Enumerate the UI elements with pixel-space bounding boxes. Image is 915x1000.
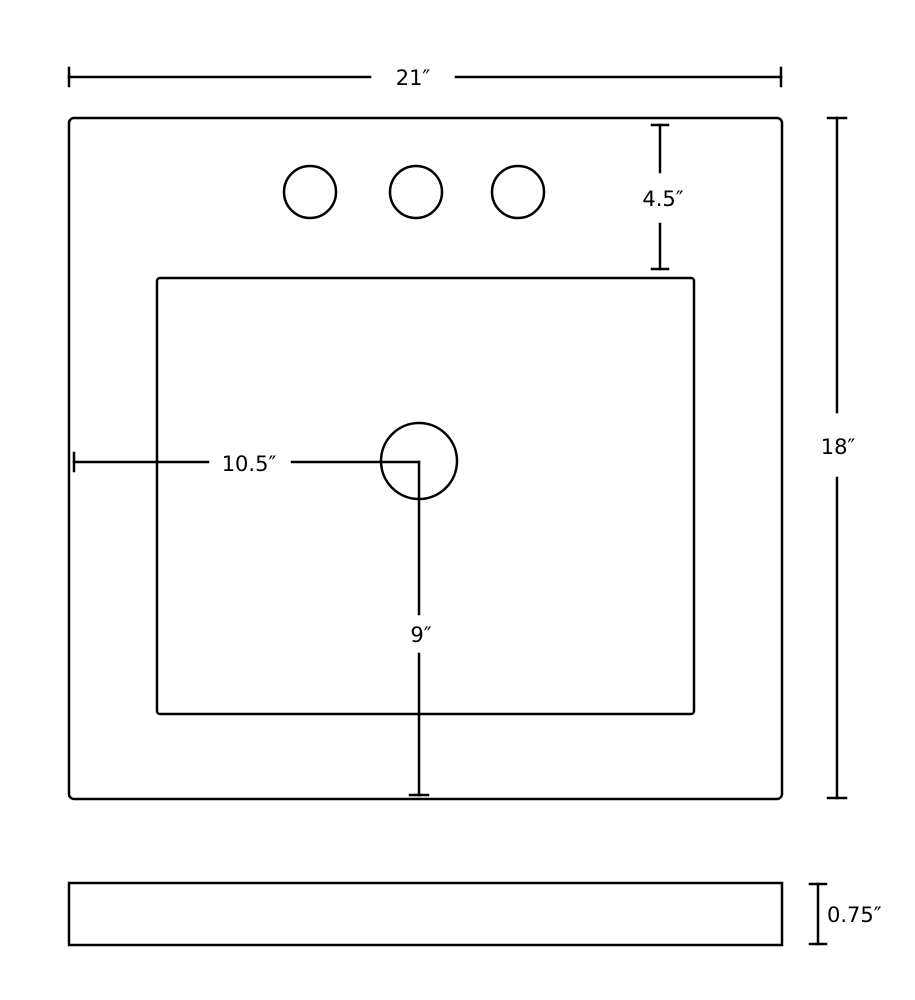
thickness-label: 0.75″ [827, 903, 882, 927]
drain-front-label: 9″ [410, 623, 431, 647]
depth-label: 18″ [821, 435, 856, 459]
faucet-setback-label: 4.5″ [642, 187, 683, 211]
faucet-hole-left [282, 164, 338, 220]
width-label: 21″ [396, 66, 431, 90]
drain-front-dimension-line [408, 460, 430, 797]
faucet-setback-dimension-line [650, 123, 670, 271]
basin-outline [155, 276, 696, 716]
countertop-outline [67, 116, 784, 801]
drain-side-label: 10.5″ [222, 452, 277, 476]
thickness-dimension-line [808, 882, 828, 946]
depth-dimension-line [826, 116, 848, 800]
width-dimension-line [67, 66, 783, 88]
faucet-hole-center [388, 164, 444, 220]
faucet-hole-right [490, 164, 546, 220]
drain-side-dimension-line [72, 451, 421, 473]
side-profile-outline [67, 881, 784, 947]
